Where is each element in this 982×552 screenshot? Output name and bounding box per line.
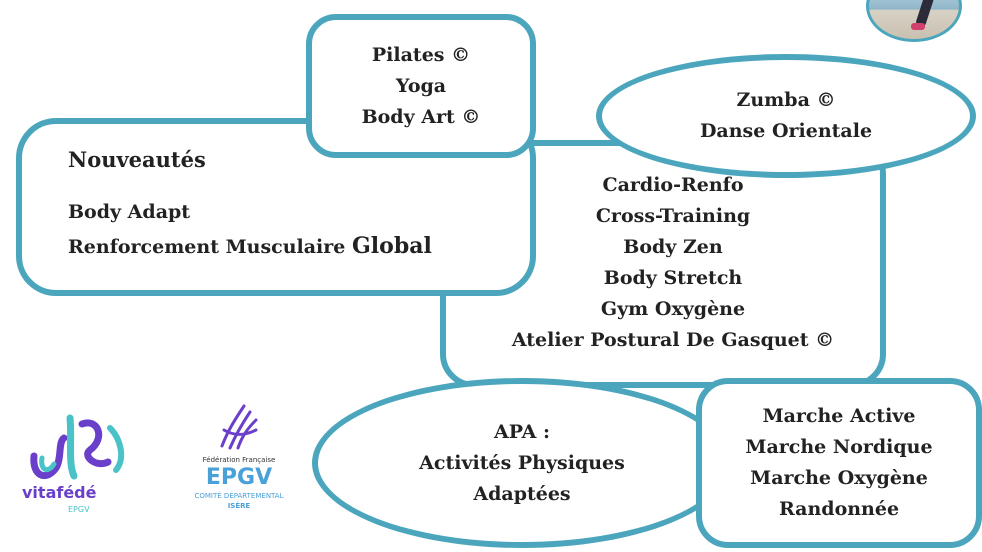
activity-item: Marche Nordique bbox=[745, 432, 932, 463]
activity-item: Pilates © bbox=[372, 40, 470, 71]
zumba-ellipse: Zumba © Danse Orientale bbox=[596, 54, 976, 178]
epgv-line1: Fédération Française bbox=[203, 456, 276, 464]
apa-ellipse: APA : Activités Physiques Adaptées bbox=[312, 378, 732, 548]
activity-item: Body Art © bbox=[362, 102, 481, 133]
walker-photo-icon bbox=[866, 0, 962, 42]
activity-item: Yoga bbox=[396, 71, 446, 102]
activity-item: Activités Physiques bbox=[419, 448, 625, 479]
activity-item: Cross-Training bbox=[596, 201, 750, 232]
activity-item: Body Stretch bbox=[604, 263, 742, 294]
activity-item: Marche Active bbox=[763, 401, 916, 432]
epgv-line3: ISÈRE bbox=[228, 501, 251, 510]
shoe-shape bbox=[911, 23, 925, 30]
activity-item: Marche Oxygène bbox=[750, 463, 928, 494]
epgv-brand: EPGV bbox=[206, 465, 272, 490]
epgv-logo: Fédération Française EPGV COMITÉ DÉPARTE… bbox=[184, 400, 294, 522]
activity-item: Body Zen bbox=[623, 232, 722, 263]
activity-item: Adaptées bbox=[473, 479, 570, 510]
epgv-line2: COMITÉ DÉPARTEMENTAL bbox=[195, 491, 284, 500]
nouveautes-title: Nouveautés bbox=[68, 144, 206, 175]
vita-logo-text: vitafédé bbox=[22, 483, 97, 502]
activity-item: Atelier Postural De Gasquet © bbox=[512, 325, 834, 356]
activity-item: Body Adapt bbox=[68, 195, 190, 229]
activity-item: Zumba © bbox=[737, 85, 836, 116]
activity-item: Randonnée bbox=[779, 494, 899, 525]
vitafede-logo: vitafédé EPGV bbox=[12, 398, 142, 522]
marche-box: Marche Active Marche Nordique Marche Oxy… bbox=[696, 378, 982, 548]
activity-item: APA : bbox=[494, 417, 550, 448]
activity-item: Cardio-Renfo bbox=[602, 170, 743, 201]
vita-logo-sub: EPGV bbox=[68, 505, 90, 514]
activity-item-part: Global bbox=[352, 233, 432, 259]
activity-item: Gym Oxygène bbox=[601, 294, 745, 325]
activity-item-part: Renforcement Musculaire bbox=[68, 236, 352, 258]
pilates-box: Pilates © Yoga Body Art © bbox=[306, 14, 536, 158]
activity-item: Danse Orientale bbox=[700, 116, 872, 147]
activity-item: Renforcement Musculaire Global bbox=[68, 229, 432, 264]
